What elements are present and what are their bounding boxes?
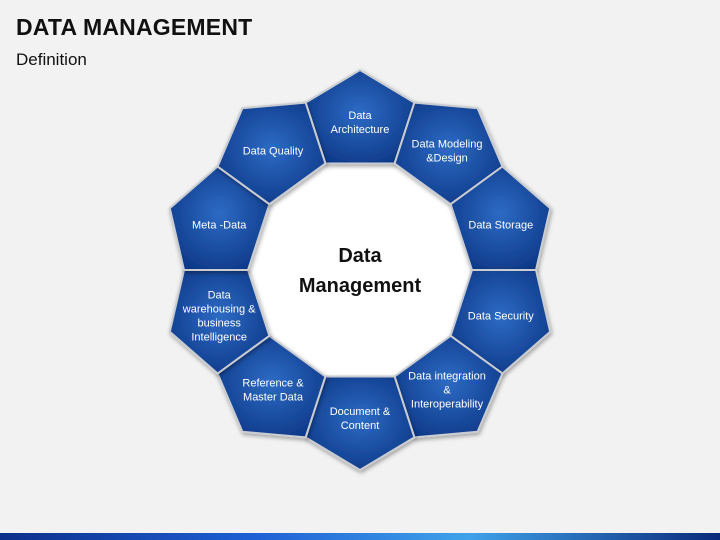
segment-shape (304, 375, 416, 472)
diagram-segment: Data Modeling&Design (393, 101, 504, 206)
page-title: DATA MANAGEMENT (16, 14, 253, 40)
segment-shape (216, 334, 327, 439)
segment-label: business (197, 318, 241, 330)
segment-label: Content (341, 420, 380, 432)
segment-label: warehousing & (182, 304, 256, 316)
segment-label: &Design (426, 152, 468, 164)
diagram-segment: Data Security (449, 269, 552, 375)
segment-label: Data Security (468, 311, 535, 323)
segment-label: Document & (330, 406, 391, 418)
diagram-segment: Data Storage (449, 165, 552, 271)
segment-label: Reference & (242, 378, 304, 390)
segment-shape (449, 165, 552, 271)
diagram-segment: Document & Content (304, 375, 416, 472)
segment-shape (449, 269, 552, 375)
segment-label: Data Modeling (412, 138, 483, 150)
bottom-accent-bar (0, 533, 720, 540)
diagram-segment: Data Quality (216, 101, 327, 206)
segment-label: Master Data (243, 392, 304, 404)
segment-label: Intelligence (191, 332, 247, 344)
segment-label: & (443, 385, 451, 397)
center-label: Management (299, 275, 422, 297)
segment-label: Interoperability (411, 399, 484, 411)
segment-shape (168, 165, 271, 271)
segment-label: Meta -Data (192, 219, 247, 231)
segment-label: Data integration (408, 371, 486, 383)
segment-label: Data (208, 290, 232, 302)
center-disc (242, 152, 478, 388)
segment-shape (393, 101, 504, 206)
diagram-segment: Meta -Data (168, 165, 271, 271)
diagram-segment: Reference & Master Data (216, 334, 327, 439)
segment-shape (216, 101, 327, 206)
segment-shape (393, 334, 504, 439)
segment-shape (168, 269, 271, 375)
segment-label: Architecture (331, 124, 390, 136)
segment-label: Data Quality (243, 145, 304, 157)
diagram-segment: Data integration & Interoperability (393, 334, 504, 439)
segment-label: Data Storage (468, 219, 533, 231)
page-subtitle: Definition (16, 50, 87, 69)
center-label: Data (338, 245, 382, 267)
segment-label: Data (348, 110, 372, 122)
